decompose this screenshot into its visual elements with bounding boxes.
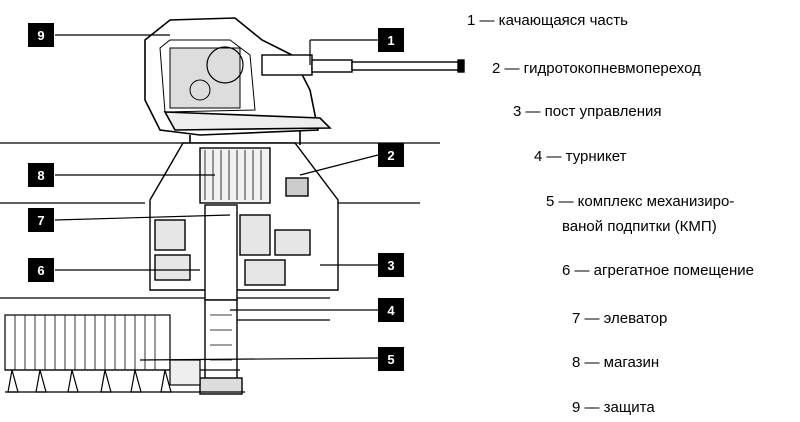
turret-protection [144,17,332,145]
callout-8-label: 8 [37,168,44,183]
callout-9-label: 9 [37,28,44,43]
elevator [199,204,243,395]
legend-item-3: 3 — пост управления [513,103,662,120]
legend-item-8: 8 — магазин [572,354,660,371]
legend-item-5: 5 — комплекс механизиро- [546,193,735,210]
callout-2: 2 [378,143,404,167]
legend-item-2: 2 — гидротокопневмопереход [492,60,701,77]
legend-item-4: 4 — турникет [534,148,627,165]
magazine [149,142,339,291]
callout-9: 9 [28,23,54,47]
callout-1-label: 1 [387,33,394,48]
legend-item-5-cont: ваной подпитки (КМП) [562,218,717,235]
callout-4-label: 4 [387,303,395,318]
callout-5: 5 [378,347,404,371]
legend-item-6: 6 — агрегатное помещение [562,262,754,279]
callout-3: 3 [378,253,404,277]
legend-item-1: 1 — качающаяся часть [467,12,628,29]
callout-6: 6 [28,258,54,282]
callout-6-label: 6 [37,263,44,278]
callout-5-label: 5 [387,352,394,367]
callout-1: 1 [378,28,404,52]
callout-7: 7 [28,208,54,232]
callout-4: 4 [378,298,404,322]
leader-lines [54,34,379,361]
legend-item-7: 7 — элеватор [572,310,668,327]
legend-item-9: 9 — защита [572,399,655,416]
callout-3-label: 3 [387,258,394,273]
callout-2-label: 2 [387,148,394,163]
replenishment-rack [4,314,245,393]
callout-8: 8 [28,163,54,187]
gun-barrel [261,54,465,76]
callout-7-label: 7 [37,213,44,228]
